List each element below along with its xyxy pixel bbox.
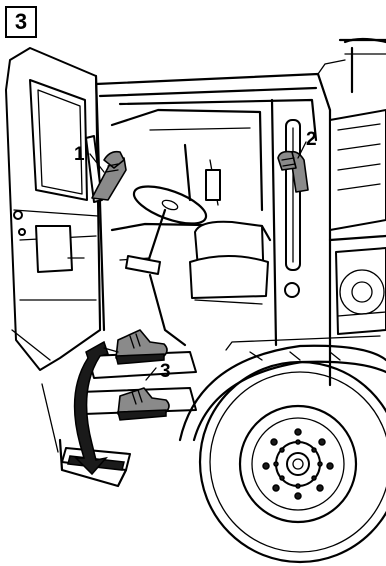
grab-handle [285, 120, 300, 297]
cab-interior [112, 110, 270, 345]
callout-2-label: 2 [306, 130, 317, 149]
open-door [6, 48, 104, 370]
boot-on-upper-step-icon [116, 330, 167, 364]
front-wheel-icon [200, 362, 386, 562]
panel-number: 3 [15, 11, 27, 33]
rear-chassis [330, 39, 386, 334]
callout-1-label: 1 [74, 145, 85, 164]
callout-3-label: 3 [160, 362, 171, 381]
panel-number-badge: 3 [5, 6, 37, 38]
wheel-arch [180, 336, 386, 440]
